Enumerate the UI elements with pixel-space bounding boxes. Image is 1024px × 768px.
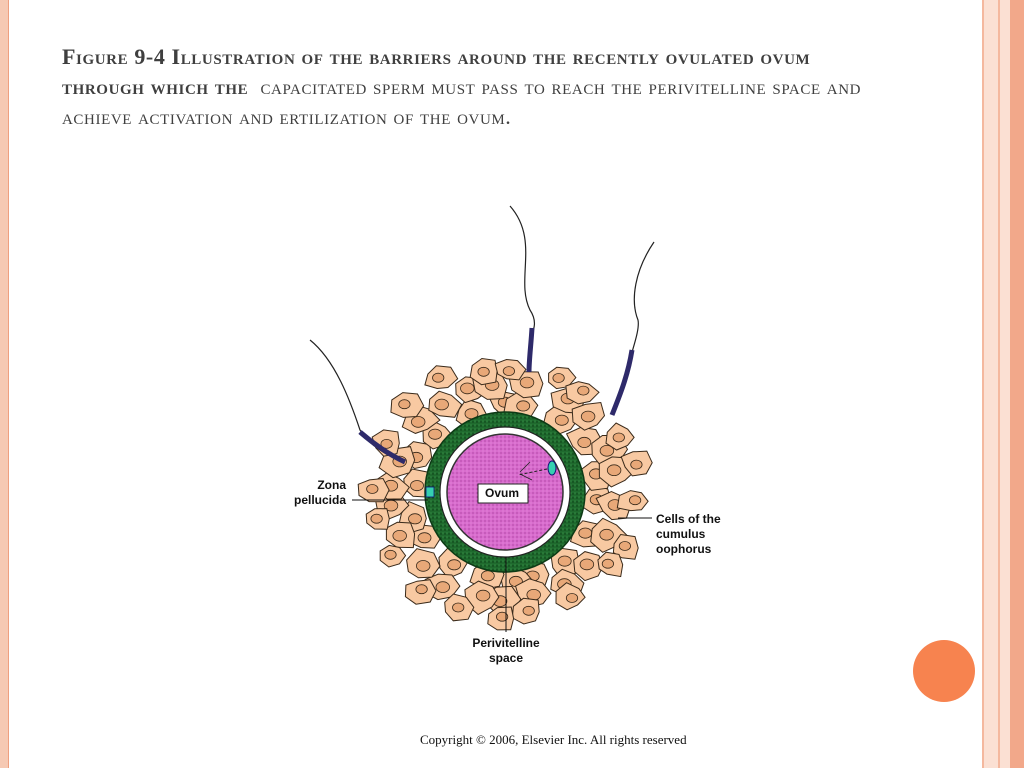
cumulus-cell-nucleus <box>415 584 428 595</box>
cumulus-cell-nucleus <box>599 445 615 457</box>
copyright-notice: Copyright © 2006, Elsevier Inc. All righ… <box>420 732 687 747</box>
cumulus-cell-nucleus <box>557 555 572 567</box>
cumulus-cell-nucleus <box>435 581 451 593</box>
cumulus-cell-nucleus <box>460 382 475 395</box>
cumulus-cell-nucleus <box>477 366 490 377</box>
cumulus-cell-nucleus <box>577 385 590 396</box>
cumulus-cell-nucleus <box>410 416 426 428</box>
cumulus-cell-nucleus <box>432 372 445 383</box>
cumulus-cell-nucleus <box>480 570 495 582</box>
cumulus-cell-nucleus <box>380 438 393 449</box>
cumulus-cell-nucleus <box>428 428 443 440</box>
ovum-diagram: Ovum Zona pellucida Cells of the cumulus… <box>280 200 740 670</box>
cumulus-cells <box>357 357 653 631</box>
cumulus-cell-nucleus <box>519 376 535 389</box>
cumulus-cell-nucleus <box>577 436 592 448</box>
slide-title-regular: capacitated sperm must pass to reach the… <box>62 74 862 129</box>
slide-right-border <box>976 0 1024 768</box>
cumulus-cell-nucleus <box>410 480 424 492</box>
cumulus-cell-nucleus <box>579 558 595 571</box>
cumulus-cell-nucleus <box>415 560 431 572</box>
cumulus-cell-nucleus <box>606 464 622 477</box>
ovum-label-box <box>477 483 529 504</box>
cumulus-cell-nucleus <box>408 513 422 525</box>
sperm-top <box>509 205 535 373</box>
cumulus-cell-nucleus <box>552 373 565 383</box>
cumulus-cell-nucleus <box>370 513 383 524</box>
cumulus-cell-nucleus <box>496 611 509 622</box>
penetrating-sperm-track <box>517 467 553 476</box>
decorative-orange-circle <box>913 640 975 702</box>
ovum-illustration <box>309 205 655 632</box>
cumulus-cell-nucleus <box>601 558 614 569</box>
cumulus-label: Cells of the cumulus oophorus <box>656 512 721 556</box>
cumulus-cell-nucleus <box>447 559 462 571</box>
cumulus-cell-nucleus <box>599 528 614 541</box>
cumulus-cell-nucleus <box>392 529 407 542</box>
cumulus-cell-nucleus <box>522 605 535 616</box>
cumulus-cell-nucleus <box>475 589 491 602</box>
cumulus-cell-nucleus <box>628 495 642 506</box>
cumulus-cell-nucleus <box>417 532 432 544</box>
cumulus-cell-nucleus <box>516 400 531 412</box>
cumulus-cell-nucleus <box>630 459 643 470</box>
slide-left-border <box>0 0 9 768</box>
cumulus-cell-nucleus <box>502 366 515 377</box>
cumulus-cell-nucleus <box>366 484 379 494</box>
sperm-head-in-zona <box>547 460 557 476</box>
cumulus-cell-nucleus <box>452 602 465 613</box>
perivitelline-label: Perivitelline space <box>472 636 540 665</box>
cumulus-cell-nucleus <box>565 593 579 603</box>
cumulus-cell-nucleus <box>618 541 631 551</box>
cumulus-cell-nucleus <box>554 414 569 426</box>
slide-title-bold: Figure 9-4 Illustration of the barriers … <box>62 44 811 99</box>
sperm-left <box>309 339 407 465</box>
cumulus-cell-nucleus <box>612 432 625 443</box>
cumulus-cell-nucleus <box>580 410 596 423</box>
cumulus-cell-nucleus <box>434 398 449 411</box>
cumulus-cell-nucleus <box>578 527 593 539</box>
zona-pellucida-label: Zona pellucida <box>294 478 347 507</box>
cumulus-cell-nucleus <box>398 399 411 410</box>
cumulus-cell-nucleus <box>384 549 397 560</box>
ovum-label: Ovum <box>485 486 520 500</box>
sperm-right <box>609 241 655 416</box>
slide-title: Figure 9-4 Illustration of the barriers … <box>62 42 892 132</box>
